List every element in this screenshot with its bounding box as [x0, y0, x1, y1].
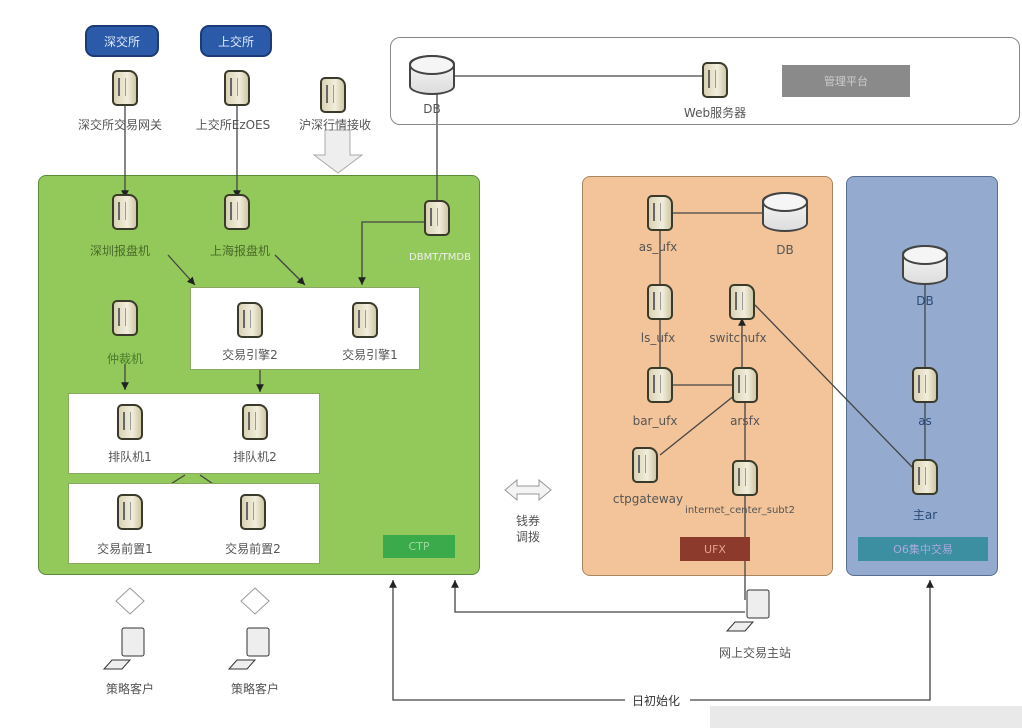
- queue-group: [68, 393, 320, 474]
- server-icon: [112, 300, 138, 336]
- server-icon: [237, 302, 263, 338]
- sh-exchange-button: 上交所: [200, 25, 272, 57]
- mgmt-platform-label: 管理平台: [782, 65, 910, 97]
- sz-exchange-button: 深交所: [85, 25, 159, 57]
- server-icon: [112, 194, 138, 230]
- node-label: 上海报盘机: [209, 244, 271, 258]
- server-icon: [117, 404, 143, 440]
- node-label: 交易引擎1: [342, 348, 398, 362]
- node-label: DB: [423, 102, 441, 116]
- node-label: internet_center_subt2: [685, 505, 795, 516]
- server-icon: [424, 200, 450, 236]
- server-icon: [912, 459, 938, 495]
- transfer-label: 调拨: [515, 530, 541, 544]
- node-label: 排队机2: [233, 450, 277, 464]
- node-label: 深交所交易网关: [77, 118, 163, 132]
- server-icon: [242, 404, 268, 440]
- server-icon: [702, 62, 728, 98]
- node-label: ctpgateway: [612, 492, 684, 506]
- node-label: DBMT/TMDB: [409, 252, 471, 263]
- server-icon: [729, 284, 755, 320]
- node-label: arsfx: [730, 414, 760, 428]
- node-label: 交易前置1: [97, 542, 153, 556]
- server-icon: [112, 70, 138, 106]
- init-label: 日初始化: [628, 692, 684, 709]
- database-icon: [409, 55, 455, 95]
- server-icon: [732, 460, 758, 496]
- server-icon: [647, 284, 673, 320]
- network-icon: [240, 587, 270, 615]
- node-label: 主ar: [912, 508, 938, 522]
- front-group: [68, 483, 320, 564]
- server-icon: [117, 494, 143, 530]
- node-label: 交易前置2: [225, 542, 281, 556]
- database-icon: [762, 192, 808, 232]
- client-label: 策略客户: [105, 682, 155, 696]
- watermark-blur: [710, 706, 1022, 728]
- server-icon: [320, 77, 346, 113]
- ufx-label: UFX: [680, 537, 750, 561]
- server-icon: [224, 70, 250, 106]
- node-label: bar_ufx: [632, 414, 678, 428]
- node-label: 上交所EzOES: [195, 118, 271, 132]
- server-icon: [352, 302, 378, 338]
- node-label: 排队机1: [108, 450, 152, 464]
- node-label: DB: [916, 294, 934, 308]
- node-label: 沪深行情接收: [298, 118, 372, 132]
- server-icon: [224, 194, 250, 230]
- server-icon: [647, 367, 673, 403]
- server-icon: [632, 447, 658, 483]
- node-label: 深圳报盘机: [89, 244, 151, 258]
- computer-icon: [227, 627, 270, 670]
- transfer-label: 钱券: [515, 514, 541, 528]
- node-label: DB: [776, 243, 794, 257]
- server-icon: [240, 494, 266, 530]
- computer-icon: [102, 627, 145, 670]
- node-label: switchufx: [709, 331, 767, 345]
- engine-group: [190, 287, 420, 370]
- client-label: 策略客户: [230, 682, 280, 696]
- down-arrow-icon: [312, 129, 364, 174]
- management-panel: [390, 37, 1020, 125]
- computer-icon: [725, 589, 770, 632]
- node-label: as: [918, 414, 932, 428]
- node-label: 交易引擎2: [222, 348, 278, 362]
- database-icon: [902, 245, 948, 285]
- o6-label: O6集中交易: [858, 537, 988, 561]
- server-icon: [647, 195, 673, 231]
- server-icon: [732, 367, 758, 403]
- client-label: 网上交易主站: [718, 646, 792, 660]
- network-icon: [115, 587, 145, 615]
- node-label: 仲裁机: [106, 352, 144, 366]
- ctp-label: CTP: [383, 535, 455, 558]
- node-label: as_ufx: [638, 240, 678, 254]
- node-label: Web服务器: [683, 106, 747, 120]
- double-arrow-icon: [504, 478, 552, 502]
- server-icon: [912, 367, 938, 403]
- node-label: ls_ufx: [640, 331, 676, 345]
